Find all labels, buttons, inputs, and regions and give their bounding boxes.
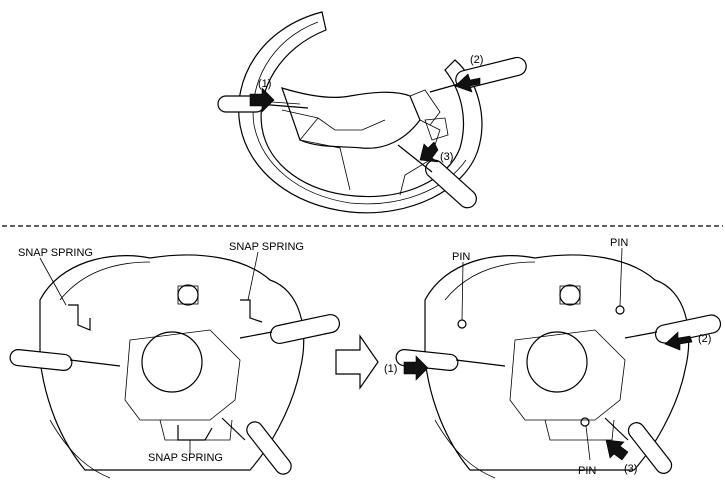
pin-left — [457, 319, 467, 329]
housing-rim-left — [49, 261, 151, 479]
label-snap-spring-left: SNAP SPRING — [18, 247, 93, 259]
hub-nut-right — [559, 285, 581, 305]
top-callout-3: (3) — [440, 151, 453, 163]
label-snap-spring-right: SNAP SPRING — [229, 241, 304, 253]
pin-bottom — [580, 417, 590, 427]
push-arrow-icon — [454, 73, 481, 93]
spoke-right — [399, 119, 441, 196]
top-callout-1: (1) — [258, 78, 271, 90]
snap-spring-right — [240, 299, 263, 323]
push-arrow-icon — [249, 87, 275, 113]
bracket-left — [124, 329, 241, 421]
airbag-housing-left — [39, 254, 305, 471]
pin-right — [615, 305, 625, 315]
steering-hub — [281, 87, 421, 149]
spoke-detail — [317, 89, 441, 131]
push-arrow-icon — [403, 355, 429, 381]
screwdriver-icon — [239, 313, 341, 345]
lower-bracket-left — [159, 419, 233, 441]
hub-nut-left — [177, 285, 199, 305]
hub-circle-left — [141, 331, 203, 393]
transition-arrow-icon — [335, 334, 379, 390]
bottom-callout-3: (3) — [624, 463, 637, 475]
label-snap-spring-bottom: SNAP SPRING — [148, 452, 223, 464]
housing-rim-right — [434, 261, 536, 479]
snap-spring-bottom — [177, 425, 213, 441]
lower-bracket-right — [544, 419, 615, 441]
leader-snap-spring-1 — [39, 257, 67, 306]
push-arrow-icon — [605, 439, 629, 461]
rim-inner-line — [252, 21, 467, 205]
steering-wheel-rim — [238, 11, 483, 214]
leader-pin-1 — [461, 261, 464, 321]
airbag-housing-right — [424, 254, 690, 471]
top-callout-2: (2) — [470, 54, 483, 66]
hub-bolt-left — [177, 284, 199, 306]
screwdriver-icon — [221, 417, 292, 475]
leader-snap-spring-2 — [247, 251, 259, 301]
hub-circle-right — [526, 331, 588, 393]
label-pin-right: PIN — [610, 237, 628, 249]
label-pin-bottom: PIN — [578, 465, 596, 477]
push-arrow-icon — [419, 141, 439, 163]
screwdriver-icon — [9, 348, 121, 372]
label-pin-left: PIN — [452, 251, 470, 263]
push-arrow-icon — [664, 331, 693, 351]
bottom-left-view: SNAP SPRING SNAP SPRING SNAP SPRING — [9, 241, 341, 479]
leader-pin-3 — [585, 425, 591, 461]
leader-pin-2 — [619, 247, 623, 307]
bottom-right-view: PIN PIN PIN (1) (2) (3) — [384, 237, 722, 479]
screwdriver-icon — [397, 144, 477, 209]
cutout-right — [424, 117, 449, 141]
hub-bolt-right — [559, 284, 581, 306]
bottom-callout-1: (1) — [384, 363, 397, 375]
bottom-callout-2: (2) — [698, 333, 711, 345]
top-steering-wheel-view: (1) (2) (3) — [217, 11, 527, 214]
bracket-right — [509, 329, 626, 421]
spoke-left — [281, 109, 351, 191]
snap-spring-left — [68, 304, 91, 331]
screwdriver-icon — [604, 417, 673, 474]
